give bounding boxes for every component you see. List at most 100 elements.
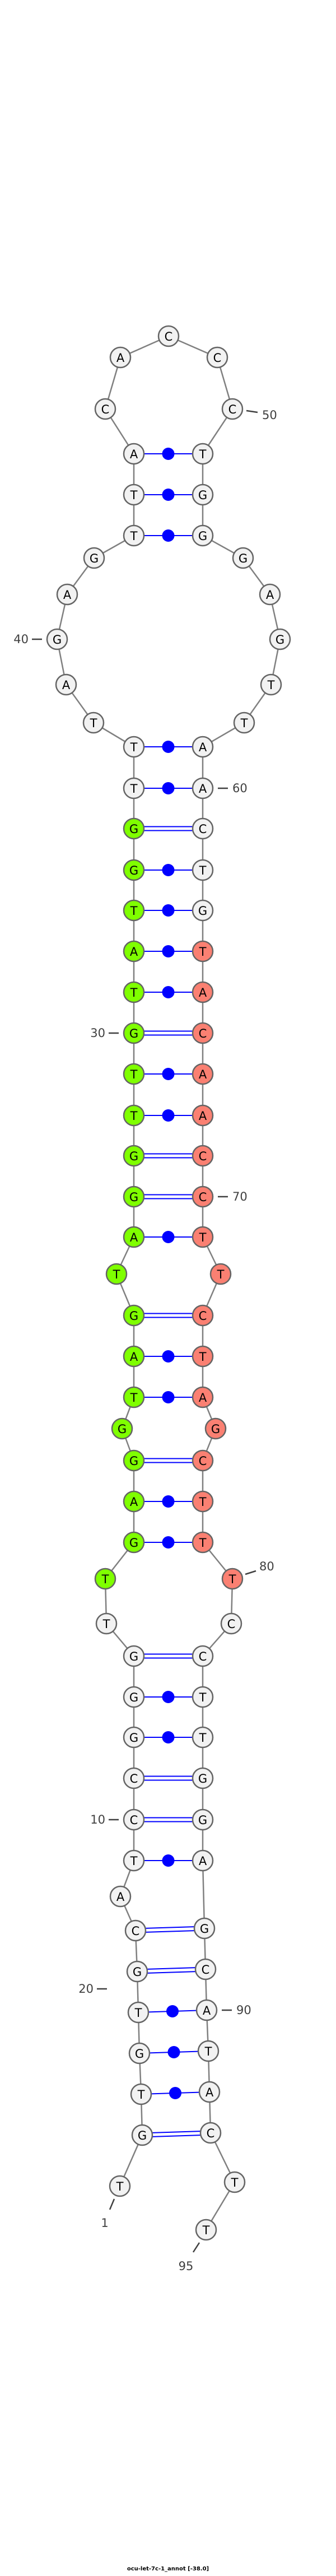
nucleotide-circle: [192, 1767, 214, 1789]
nucleotide: G: [192, 524, 214, 547]
nucleotide: G: [128, 2042, 151, 2064]
nucleotide-circle: [123, 899, 145, 922]
nucleotide-circle: [192, 1185, 214, 1208]
pair-dot: [162, 945, 175, 957]
base-pairs: [144, 448, 201, 2137]
nucleotide-letter: A: [199, 1854, 207, 1868]
pair-bond-line: [152, 2135, 201, 2137]
nucleotide-circle: [123, 1490, 145, 1513]
nucleotide-letter: T: [231, 2176, 239, 2189]
position-label: 20: [78, 1982, 107, 1996]
position-number: 10: [90, 1813, 105, 1826]
nucleotide-circle: [157, 325, 180, 347]
nucleotide-circle: [192, 899, 214, 922]
nucleotide-letter: A: [199, 986, 207, 999]
nucleotide-circle: [197, 2040, 220, 2062]
nucleotide-circle: [124, 1919, 147, 1942]
nucleotide-circle: [192, 1345, 214, 1368]
pair-dot: [162, 1231, 175, 1243]
nucleotide-circle: [192, 1531, 214, 1554]
pair-dot: [166, 2005, 179, 2017]
position-label: 50: [246, 408, 277, 422]
nucleotide: G: [123, 1645, 145, 1667]
nucleotide-letter: T: [204, 2045, 212, 2058]
nucleotide-circle: [192, 859, 214, 881]
nucleotide: T: [95, 1612, 118, 1635]
nucleotide-letter: G: [129, 1454, 138, 1468]
nucleotide-letter: G: [276, 633, 284, 647]
nucleotide-letter: A: [206, 2086, 214, 2099]
nucleotide: C: [192, 1304, 214, 1327]
nucleotide-circle: [192, 1645, 214, 1667]
nucleotide-circle: [123, 1531, 145, 1554]
position-number: 30: [90, 1026, 105, 1040]
pair-bond-line: [146, 1930, 195, 1933]
nucleotide-letter: A: [203, 2004, 211, 2017]
nucleotide: G: [192, 899, 214, 922]
nucleotide: T: [123, 1104, 145, 1127]
nucleotide: T: [192, 1490, 214, 1513]
nucleotide: A: [123, 1490, 145, 1513]
nucleotide: T: [192, 443, 214, 465]
nucleotide-letter: A: [130, 945, 138, 959]
nucleotide: G: [204, 1417, 227, 1440]
position-number: 90: [236, 2003, 251, 2017]
nucleotide-letter: C: [227, 1617, 236, 1631]
nucleotide: G: [269, 628, 291, 650]
pair-dot: [162, 1854, 175, 1867]
nucleotide-letter: G: [198, 904, 207, 918]
nucleotide-letter: C: [101, 403, 110, 416]
nucleotide-circle: [105, 1263, 128, 1285]
nucleotide-circle: [192, 1449, 214, 1472]
position-label: 95: [179, 2242, 200, 2273]
nucleotide-letter: G: [129, 1150, 138, 1163]
nucleotide: G: [123, 1304, 145, 1327]
nucleotide-letter: G: [133, 1965, 142, 1979]
position-number: 1: [101, 2216, 108, 2230]
nucleotide: A: [123, 940, 145, 962]
nucleotide-circle: [55, 673, 77, 696]
nucleotide-letter: G: [129, 1191, 138, 1204]
pair-dot: [162, 1068, 175, 1080]
nucleotide: G: [123, 1686, 145, 1708]
position-label: 10: [90, 1813, 119, 1826]
nucleotide-circle: [123, 483, 145, 506]
nucleotide-circle: [109, 2175, 131, 2197]
nucleotide-circle: [123, 1767, 145, 1789]
nucleotide-circle: [221, 398, 244, 420]
nucleotide-letter: G: [138, 2129, 147, 2142]
nucleotide-letter: C: [199, 1454, 207, 1468]
nucleotide-letter: G: [198, 1814, 207, 1827]
position-label: 1: [101, 2198, 115, 2230]
base-pair: [147, 1967, 196, 1974]
nucleotide-circle: [192, 1849, 214, 1872]
nucleotide: G: [126, 1960, 148, 1983]
nucleotide: T: [233, 712, 255, 734]
nucleotide-letter: C: [199, 1650, 207, 1663]
nucleotide: A: [123, 1345, 145, 1368]
nucleotide: G: [123, 1449, 145, 1472]
base-pair: [151, 2087, 200, 2099]
pair-bond-line: [145, 1926, 194, 1929]
position-number: 70: [232, 1190, 248, 1203]
nucleotide: A: [123, 443, 145, 465]
nucleotide-letter: G: [129, 864, 138, 877]
pair-dot: [169, 2087, 181, 2099]
nucleotide-circle: [109, 346, 132, 369]
nucleotide: C: [124, 1919, 147, 1942]
nucleotide-letter: A: [116, 1890, 125, 1904]
nucleotide-circle: [220, 1612, 242, 1635]
nucleotide: A: [195, 1999, 218, 2021]
nucleotide-circle: [123, 736, 145, 758]
nucleotide: T: [105, 1263, 128, 1285]
pair-dot: [162, 1391, 175, 1403]
nucleotide-letter: C: [228, 403, 237, 416]
nucleotide-letter: A: [130, 1231, 138, 1244]
nucleotide: T: [192, 1531, 214, 1554]
base-pair: [144, 1653, 193, 1659]
position-label: 40: [13, 633, 42, 646]
nucleotide: T: [123, 899, 145, 922]
nucleotide: T: [123, 777, 145, 799]
nucleotide-letter: A: [62, 678, 71, 692]
